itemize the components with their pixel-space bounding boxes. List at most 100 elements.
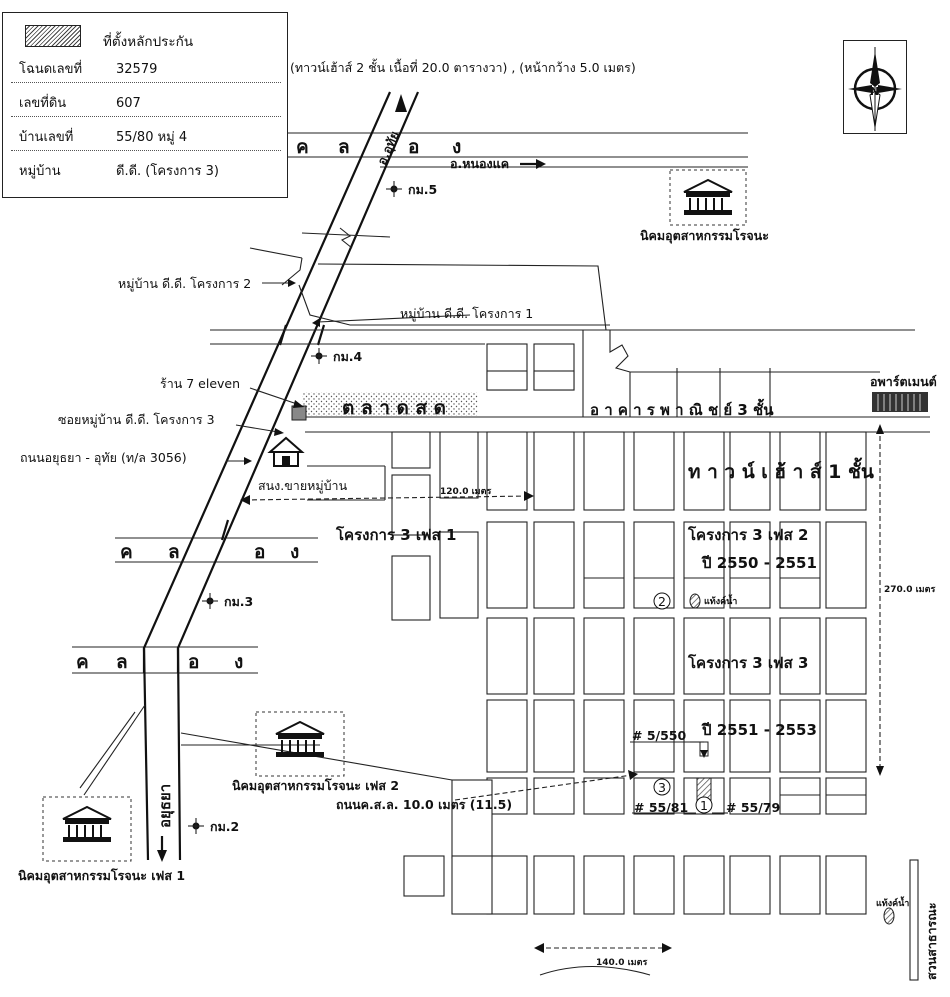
road-10m-label: ถนนค.ส.ล. 10.0 เมตร (11.5) [336, 797, 512, 812]
legend-box: ที่ตั้งหลักประกัน โฉนดเลขที่ 32579 เลขที… [2, 12, 288, 198]
estate-rojana-1-label: นิคมอุตสาหกรรมโรจนะ เฟส 1 [18, 868, 185, 884]
estate-rojana-2-label: นิคมอุตสาหกรรมโรจนะ เฟส 2 [232, 778, 399, 794]
commercial-building-label: อ า ค า ร พ า ณิ ช ย์ 3 ชั้น [590, 398, 774, 419]
collateral-location [454, 741, 728, 814]
project-3-phase-3-label: โครงการ 3 เฟส 3 [687, 653, 808, 672]
water-tank-icon [689, 593, 701, 609]
canal-letter: ค [120, 541, 133, 563]
marker-3: 3 [653, 778, 671, 796]
store-icon [291, 405, 307, 421]
legend-value: 32579 [116, 62, 158, 77]
legend-value: 55/80 หมู่ 4 [116, 130, 188, 145]
legend-row: เลขที่ดิน 607 [3, 89, 287, 119]
fresh-market-label: ต ล า ด ส ด [342, 397, 446, 419]
legend-row: โฉนดเลขที่ 32579 [3, 55, 287, 85]
km3-label: กม.3 [224, 594, 253, 609]
arrow-to-nongkhae [520, 159, 546, 169]
label-leaders [226, 279, 471, 465]
dimension-140-label: 140.0 เมตร [596, 958, 647, 968]
km4-label: กม.4 [333, 349, 363, 364]
canal-letter: อ [188, 651, 199, 673]
legend-row: บ้านเลขที่ 55/80 หมู่ 4 [3, 123, 287, 153]
house-55-79-label: # 55/79 [726, 800, 780, 815]
compass: N [843, 40, 907, 134]
km5-label: กม.5 [408, 182, 437, 197]
marker-2: 2 [653, 592, 671, 610]
marker-1: 1 [695, 796, 713, 814]
canal-top-letters: ค ล อ ง [296, 136, 461, 158]
canal-letter: ล [338, 136, 350, 158]
legend-title-row: ที่ตั้งหลักประกัน [3, 17, 287, 50]
fresh-market-zone [302, 392, 478, 416]
compass-north-label: N [870, 85, 879, 98]
canal-letter: ง [452, 136, 461, 158]
canal-letter: ง [290, 541, 299, 563]
soi-village-3-label: ซอยหมู่บ้าน ดี.ดี. โครงการ 3 [58, 412, 215, 428]
dimension-120-label: 120.0 เมตร [440, 487, 491, 497]
legend-key: บ้านเลขที่ [19, 130, 74, 145]
project-3-phase-2-label: โครงการ 3 เฟส 2 [687, 525, 808, 544]
townhouse-1-floor-label: ท า ว น์ เ ฮ้ า ส์ 1 ชั้น [688, 457, 874, 483]
property-note: (ทาวน์เฮ้าส์ 2 ชั้น เนื้อที่ 20.0 ตารางว… [290, 58, 636, 75]
main-road-label: ถนนอยุธยา - อุทัย (ท/ล 3056) [20, 450, 187, 466]
industrial-estate-1-icon [42, 796, 132, 862]
estate-rojana-label: นิคมอุตสาหกรรมโรจนะ [640, 228, 769, 244]
water-tank-label: แท้งค์น้ำ [876, 896, 909, 909]
house-icon [267, 436, 305, 467]
canal-letter: ล [116, 651, 128, 673]
legend-key: เลขที่ดิน [19, 96, 67, 111]
compass-rose-icon: N [848, 47, 902, 131]
canal-middle [115, 537, 318, 563]
seven-eleven-label: ร้าน 7 eleven [160, 376, 240, 391]
apartment-label: อพาร์ตเมนต์ [870, 374, 937, 389]
marker-2-label: 2 [658, 594, 666, 609]
sales-office-label: สนง.ขายหมู่บ้าน [258, 478, 348, 494]
legend-title: ที่ตั้งหลักประกัน [103, 34, 194, 50]
legend-value: ดี.ดี. (โครงการ 3) [116, 164, 219, 179]
marker-1-label: 1 [700, 798, 708, 813]
to-nongkhae-label: อ.หนองแค [450, 156, 509, 171]
canal-letter: ง [234, 651, 243, 673]
km2-label: กม.2 [210, 819, 239, 834]
to-ayutthaya-label: อยุธยา [156, 784, 175, 828]
canal-top [288, 132, 748, 168]
km5-marker [386, 181, 402, 197]
collateral-swatch [25, 25, 81, 47]
apartment-icon [872, 392, 928, 412]
legend-key: โฉนดเลขที่ [19, 62, 83, 77]
to-uthai-label: อ.อุทัย [374, 129, 403, 168]
km2-marker [188, 818, 204, 834]
canal-middle-letters: ค ล อ ง [120, 541, 299, 563]
water-tank-label: แท้งค์น้ำ [704, 594, 737, 607]
arrow-to-uthai [395, 94, 407, 112]
canal-letter: ค [296, 136, 309, 158]
village-1-label: หมู่บ้าน ดี.ดี. โครงการ 1 [400, 306, 533, 322]
dimension-270-label: 270.0 เมตร [884, 585, 935, 595]
main-road [79, 91, 453, 861]
canal-letter: อ [254, 541, 265, 563]
canal-letter: อ [408, 136, 419, 158]
year-2550-2551-label: ปี 2550 - 2551 [701, 554, 817, 572]
project-3-phase-1-label: โครงการ 3 เฟส 1 [335, 525, 456, 544]
marker-3-label: 3 [658, 780, 666, 795]
legend-row: หมู่บ้าน ดี.ดี. (โครงการ 3) [3, 157, 287, 187]
year-2551-2553-label: ปี 2551 - 2553 [701, 721, 817, 739]
canal-bottom-letters: ค ล อ ง [76, 651, 243, 673]
house-5-550-label: # 5/550 [632, 728, 686, 743]
km3-marker [202, 593, 218, 609]
arrow-to-ayutthaya [157, 836, 167, 862]
house-55-81-label: # 55/81 [634, 800, 688, 815]
industrial-estate-icon [669, 169, 747, 226]
legend-key: หมู่บ้าน [19, 164, 61, 179]
public-park-label: สวนสาธารณะ [924, 902, 939, 980]
canal-letter: ล [168, 541, 180, 563]
industrial-estate-2-icon [255, 711, 345, 777]
canal-bottom [72, 646, 258, 674]
village-2-label: หมู่บ้าน ดี.ดี. โครงการ 2 [118, 276, 251, 292]
km4-marker [311, 348, 327, 364]
canal-letter: ค [76, 651, 89, 673]
water-tank-icon [883, 907, 895, 925]
block-grid [240, 330, 919, 981]
legend-value: 607 [116, 96, 141, 111]
